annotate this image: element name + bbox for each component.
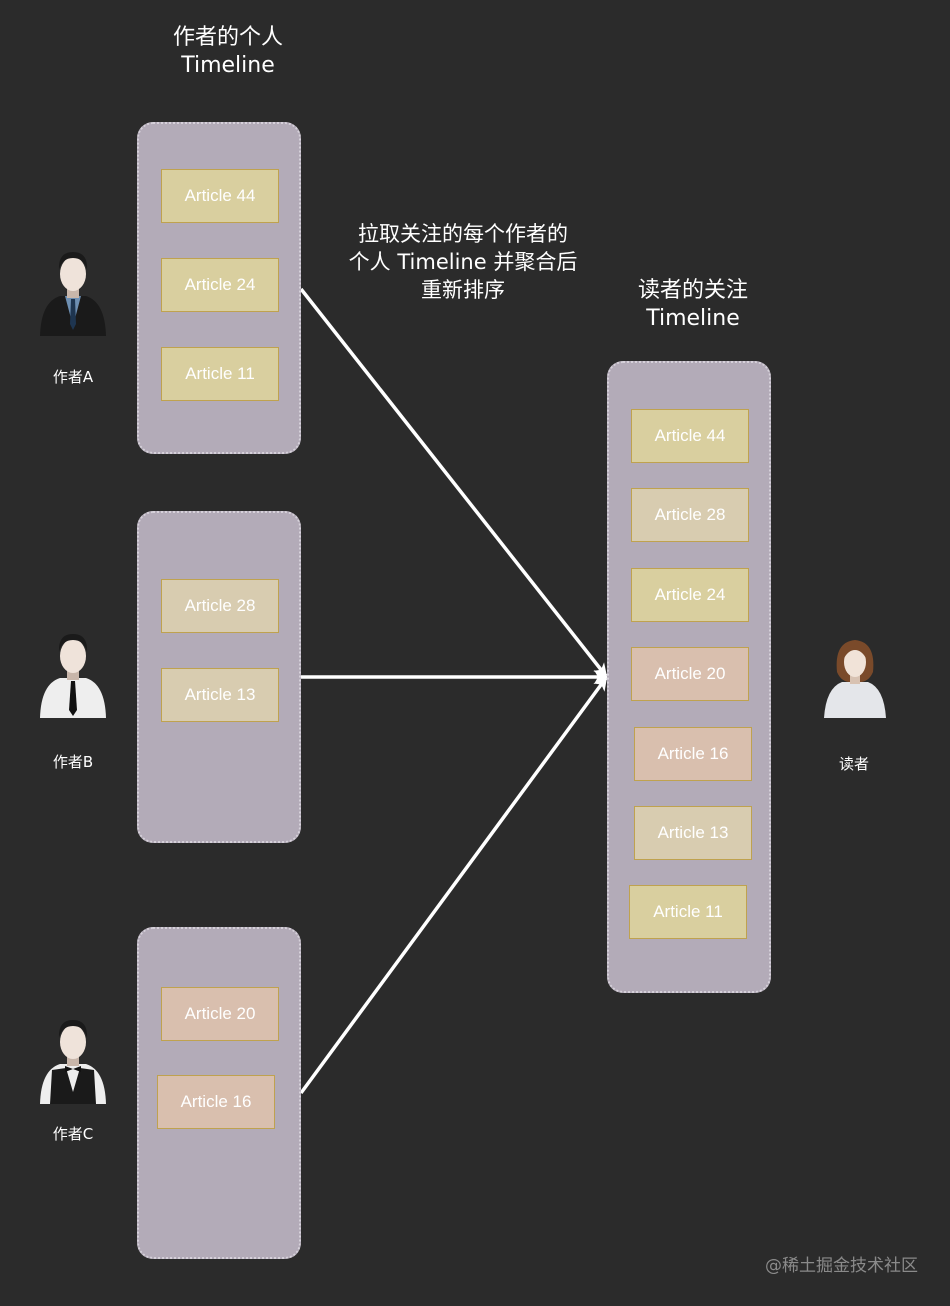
clerk-avatar-icon bbox=[40, 634, 106, 718]
author-a-article-card: Article 24 bbox=[161, 258, 279, 312]
reader-article-card: Article 11 bbox=[629, 885, 747, 939]
woman-avatar-icon bbox=[824, 640, 886, 718]
arrow-label: 拉取关注的每个作者的 个人 Timeline 并聚合后 重新排序 bbox=[318, 220, 608, 304]
arrow-from-author-c bbox=[299, 676, 608, 1095]
author-c-label: 作者C bbox=[52, 1125, 94, 1143]
author-a-timeline: Article 44 Article 24 Article 11 bbox=[137, 122, 301, 454]
author-b-label: 作者B bbox=[52, 753, 94, 771]
reader-article-card: Article 16 bbox=[634, 727, 752, 781]
author-b-article-card: Article 28 bbox=[161, 579, 279, 633]
author-timeline-heading-line2: Timeline bbox=[181, 53, 275, 78]
reader-label: 读者 bbox=[838, 755, 869, 773]
author-b-timeline: Article 28 Article 13 bbox=[137, 511, 301, 843]
author-c-article-card: Article 20 bbox=[161, 987, 279, 1041]
author-c-article-card: Article 16 bbox=[157, 1075, 275, 1129]
reader-timeline-heading-line2: Timeline bbox=[646, 306, 740, 331]
author-timeline-heading-line1: 作者的个人 bbox=[172, 25, 283, 50]
watermark: @稀土掘金技术社区 bbox=[765, 1256, 918, 1276]
businessman-avatar-icon bbox=[40, 252, 106, 336]
reader-article-card: Article 44 bbox=[631, 409, 749, 463]
author-b-article-card: Article 13 bbox=[161, 668, 279, 722]
arrow-from-author-a bbox=[299, 287, 608, 678]
reader-article-card: Article 28 bbox=[631, 488, 749, 542]
author-a-article-card: Article 44 bbox=[161, 169, 279, 223]
author-timeline-heading: 作者的个人 Timeline bbox=[128, 24, 328, 80]
reader-timeline-heading: 读者的关注 Timeline bbox=[593, 277, 793, 333]
reader-timeline: Article 44 Article 28 Article 24 Article… bbox=[607, 361, 771, 993]
arrow-label-line2: 个人 Timeline 并聚合后 bbox=[348, 250, 578, 274]
author-a-article-card: Article 11 bbox=[161, 347, 279, 401]
arrow-label-line1: 拉取关注的每个作者的 bbox=[358, 222, 568, 246]
author-a-label: 作者A bbox=[52, 368, 94, 386]
reader-article-card: Article 20 bbox=[631, 647, 749, 701]
reader-timeline-heading-line1: 读者的关注 bbox=[637, 278, 748, 303]
waiter-avatar-icon bbox=[40, 1020, 106, 1104]
arrow-label-line3: 重新排序 bbox=[421, 278, 505, 302]
author-c-timeline: Article 20 Article 16 bbox=[137, 927, 301, 1259]
reader-article-card: Article 13 bbox=[634, 806, 752, 860]
reader-article-card: Article 24 bbox=[631, 568, 749, 622]
